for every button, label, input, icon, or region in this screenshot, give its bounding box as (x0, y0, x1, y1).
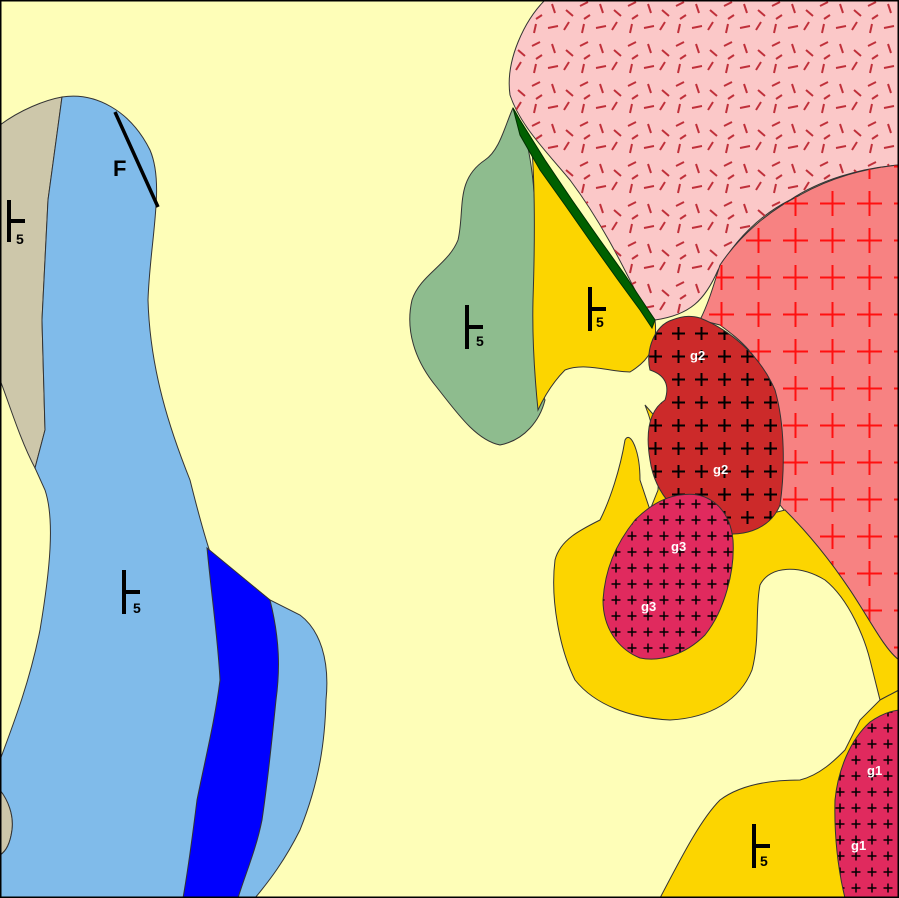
yellow-unit-upper (531, 148, 657, 412)
dip-value-5: 5 (760, 853, 768, 869)
pink-volcanic-texture (509, 0, 899, 320)
salmon-granite-crosses (700, 165, 899, 660)
g2-label-2: g2 (713, 462, 728, 477)
strike-dip-symbol-2: 5 (122, 570, 141, 616)
dip-value-1: 5 (16, 231, 24, 247)
g1-label-2: g1 (851, 838, 866, 853)
strike-dip-symbol-1: 5 (7, 200, 25, 247)
g3-label-1: g3 (671, 539, 686, 554)
g1-label-1: g1 (867, 763, 882, 778)
g3-label-2: g3 (641, 599, 656, 614)
dip-value-2: 5 (133, 600, 141, 616)
g2-pluton[interactable] (647, 315, 784, 535)
g2-label-1: g2 (690, 348, 705, 363)
strike-dip-symbol-4: 5 (588, 287, 606, 331)
dark-green-contact (512, 107, 656, 330)
g3-pluton[interactable] (602, 493, 734, 660)
dark-blue-band (182, 546, 279, 898)
g1-pluton[interactable] (834, 709, 899, 898)
strike-dip-symbol-5: 5 (752, 824, 770, 869)
fault-line (113, 111, 160, 208)
fault-label: F (113, 156, 126, 181)
dip-value-4: 5 (596, 314, 604, 330)
dip-value-3: 5 (476, 333, 484, 349)
strike-dip-symbol-3: 5 (465, 305, 484, 349)
